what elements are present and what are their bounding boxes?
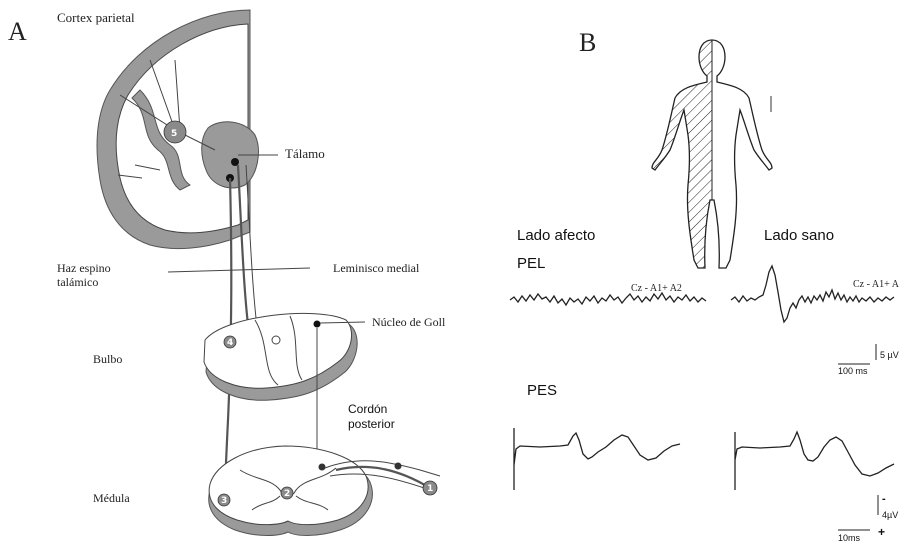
label-affected-side: Lado afecto	[517, 227, 595, 244]
montage-right: Cz - A1+ A	[853, 279, 900, 290]
panel-b: B Lado afecto Lado sano PEL Cz - A1+ A2 …	[510, 28, 900, 543]
label-posterior-column-1: Cordón	[348, 402, 387, 416]
label-pel: PEL	[517, 255, 545, 272]
panel-a-letter: A	[8, 17, 27, 46]
thalamus-nucleus-dot	[231, 158, 239, 166]
label-cortex-parietal: Cortex parietal	[57, 10, 135, 25]
label-posterior-column-2: posterior	[348, 417, 395, 431]
pes-time-scale: 10ms	[838, 533, 861, 543]
label-spinothalamic-1: Haz espino	[57, 261, 111, 275]
label-spinal-cord: Médula	[93, 491, 130, 505]
spinal-body	[209, 446, 368, 525]
montage-left: Cz - A1+ A2	[631, 283, 682, 294]
label-pes: PES	[527, 382, 557, 399]
pes-trace-healthy	[735, 432, 894, 490]
panel-a: A Cortex parietal 5 Tálamo Haz espino ta…	[8, 10, 446, 536]
label-goll-nucleus: Núcleo de Goll	[372, 315, 446, 329]
node-1-label: 1	[427, 484, 433, 494]
label-thalamus: Tálamo	[285, 146, 325, 161]
central-canal	[272, 336, 280, 344]
node-3-label: 3	[221, 496, 227, 506]
pel-amp-scale: 5 µV	[880, 350, 899, 360]
pel-trace-affected	[510, 293, 706, 305]
spinal-cord-section: 2 3 1	[209, 446, 440, 536]
tract-level-line	[168, 268, 310, 272]
pes-polarity-pos: +	[878, 525, 885, 539]
label-medulla-oblongata: Bulbo	[93, 352, 122, 366]
pel-trace-healthy	[731, 266, 894, 322]
node-4-label: 4	[227, 338, 233, 348]
brain-section: 5	[97, 10, 278, 249]
node-5-label: 5	[171, 129, 177, 139]
panel-b-letter: B	[579, 28, 596, 57]
label-medial-lemniscus: Leminisco medial	[333, 261, 420, 275]
pel-time-scale: 100 ms	[838, 366, 868, 376]
pes-amp-scale: 4µV	[882, 510, 898, 520]
body-figure	[652, 40, 772, 268]
goll-nucleus-dot	[314, 321, 321, 328]
label-healthy-side: Lado sano	[764, 227, 834, 244]
pes-polarity-neg: -	[882, 493, 886, 505]
dorsal-horn-dot	[319, 464, 326, 471]
node-2-label: 2	[284, 489, 290, 499]
affected-side-hatching	[652, 40, 712, 268]
label-spinothalamic-2: talámico	[57, 275, 98, 289]
pes-trace-affected	[514, 428, 680, 490]
ganglion-dot	[395, 463, 402, 470]
lemniscus-outline	[246, 165, 258, 335]
